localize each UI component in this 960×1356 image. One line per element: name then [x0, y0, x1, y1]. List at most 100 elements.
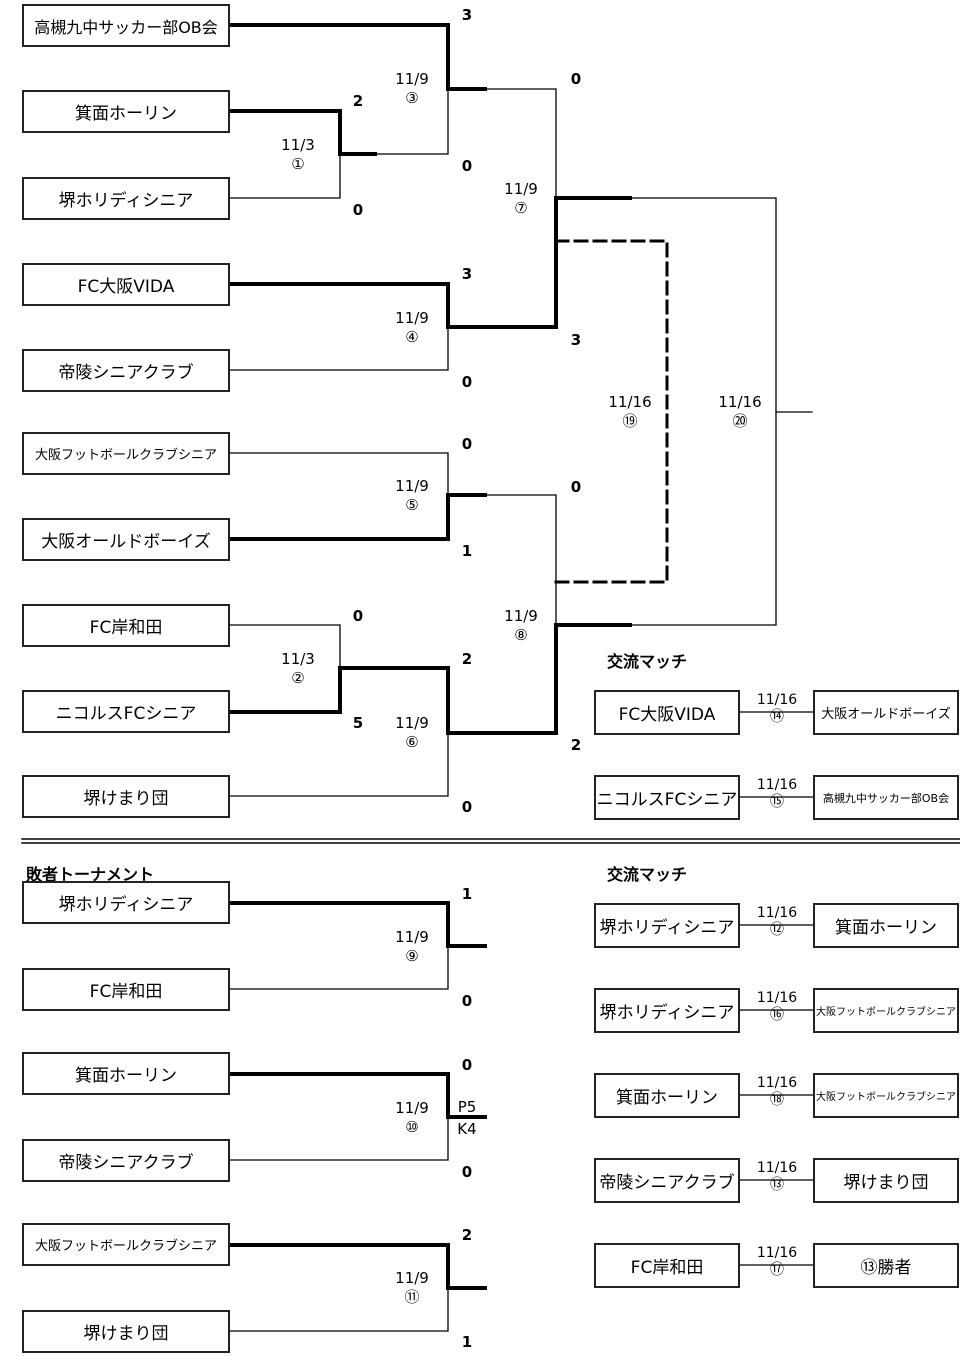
bracket-line: [228, 493, 487, 541]
score: 0: [570, 70, 582, 88]
bracket-line: [484, 494, 557, 626]
score: 3: [570, 331, 582, 349]
team-box: FC大阪VIDA: [22, 263, 230, 306]
bracket-line: [229, 153, 341, 199]
bracket-line: [229, 1116, 449, 1161]
team-box: 堺ホリディシニア: [22, 881, 230, 924]
score: 3: [461, 6, 473, 24]
match-date: 11/9: [395, 477, 429, 495]
exchange-away: 堺けまり団: [813, 1158, 959, 1203]
bracket-line: [374, 88, 449, 155]
match-date: 11/3: [281, 650, 315, 668]
match-number: ⑲: [622, 412, 638, 430]
match-date: 11/9: [395, 714, 429, 732]
bracket-line: [484, 88, 557, 199]
bracket-line: [228, 23, 487, 91]
score: 1: [461, 885, 473, 903]
match-number: ⑦: [514, 199, 528, 217]
team-box: FC岸和田: [22, 604, 230, 647]
match-number: ⑱: [769, 1092, 784, 1108]
match-number: ④: [405, 328, 419, 346]
bracket-line: [229, 624, 341, 669]
team-box: FC岸和田: [22, 968, 230, 1011]
pk-score: P5: [457, 1098, 477, 1116]
match-date: 11/9: [395, 1269, 429, 1287]
score: 0: [461, 992, 473, 1010]
exchange-home: 帝陵シニアクラブ: [594, 1158, 740, 1203]
match-number: ①: [291, 155, 305, 173]
team-box: 堺けまり団: [22, 1310, 230, 1353]
match-date: 11/16: [756, 905, 798, 921]
bracket-line: [228, 666, 450, 735]
match-number: ⑯: [769, 1007, 784, 1023]
bracket-line: [228, 901, 487, 948]
team-box: 堺けまり団: [22, 775, 230, 818]
match-date: 11/16: [718, 393, 762, 411]
match-number: ⑳: [732, 412, 748, 430]
exchange-away: 大阪フットボールクラブシニア: [813, 988, 959, 1033]
score: 0: [352, 607, 364, 625]
pk-score: K4: [457, 1120, 477, 1138]
match-number: ⑭: [769, 709, 784, 725]
team-box: 帝陵シニアクラブ: [22, 349, 230, 392]
team-box: 大阪フットボールクラブシニア: [22, 1223, 230, 1266]
team-box: 箕面ホーリン: [22, 90, 230, 133]
bracket-line: [229, 945, 449, 990]
score: 2: [461, 1226, 473, 1244]
match-date: 11/16: [756, 1245, 798, 1261]
exchange-heading: 交流マッチ: [607, 865, 688, 884]
bracket-line: [446, 623, 632, 735]
match-date: 11/16: [756, 1075, 798, 1091]
score: 0: [461, 435, 473, 453]
score: 0: [461, 373, 473, 391]
team-box: ニコルスFCシニア: [22, 690, 230, 733]
bracket-line: [554, 196, 632, 329]
exchange-home: 堺ホリディシニア: [594, 988, 740, 1033]
score: 2: [352, 92, 364, 110]
match-date: 11/9: [395, 70, 429, 88]
bracket-line: [228, 1243, 487, 1290]
match-date: 11/9: [504, 180, 538, 198]
exchange-home: ニコルスFCシニア: [594, 775, 740, 820]
match-date: 11/9: [395, 928, 429, 946]
score: 0: [461, 157, 473, 175]
team-box: 箕面ホーリン: [22, 1052, 230, 1095]
exchange-home: 箕面ホーリン: [594, 1073, 740, 1118]
exchange-away: 箕面ホーリン: [813, 903, 959, 948]
score: 0: [352, 201, 364, 219]
match-number: ⑨: [405, 947, 419, 965]
exchange-away: 高槻九中サッカー部OB会: [813, 775, 959, 820]
exchange-home: FC岸和田: [594, 1243, 740, 1288]
match-date: 11/9: [504, 607, 538, 625]
score: 2: [461, 650, 473, 668]
match-number: ⑪: [404, 1288, 420, 1306]
score: 0: [570, 478, 582, 496]
score: 0: [461, 1163, 473, 1181]
team-box: 大阪オールドボーイズ: [22, 518, 230, 561]
match-date: 11/16: [756, 990, 798, 1006]
match-number: ⑫: [769, 922, 784, 938]
exchange-away: 大阪フットボールクラブシニア: [813, 1073, 959, 1118]
match-date: 11/9: [395, 1099, 429, 1117]
bracket-line: [228, 282, 558, 329]
bracket-line: [228, 109, 377, 156]
exchange-home: 堺ホリディシニア: [594, 903, 740, 948]
bracket-line: [229, 452, 449, 496]
team-box: 帝陵シニアクラブ: [22, 1139, 230, 1182]
loser-bracket-heading: 敗者トーナメント: [26, 865, 155, 884]
exchange-home: FC大阪VIDA: [594, 690, 740, 735]
score: 2: [570, 736, 582, 754]
